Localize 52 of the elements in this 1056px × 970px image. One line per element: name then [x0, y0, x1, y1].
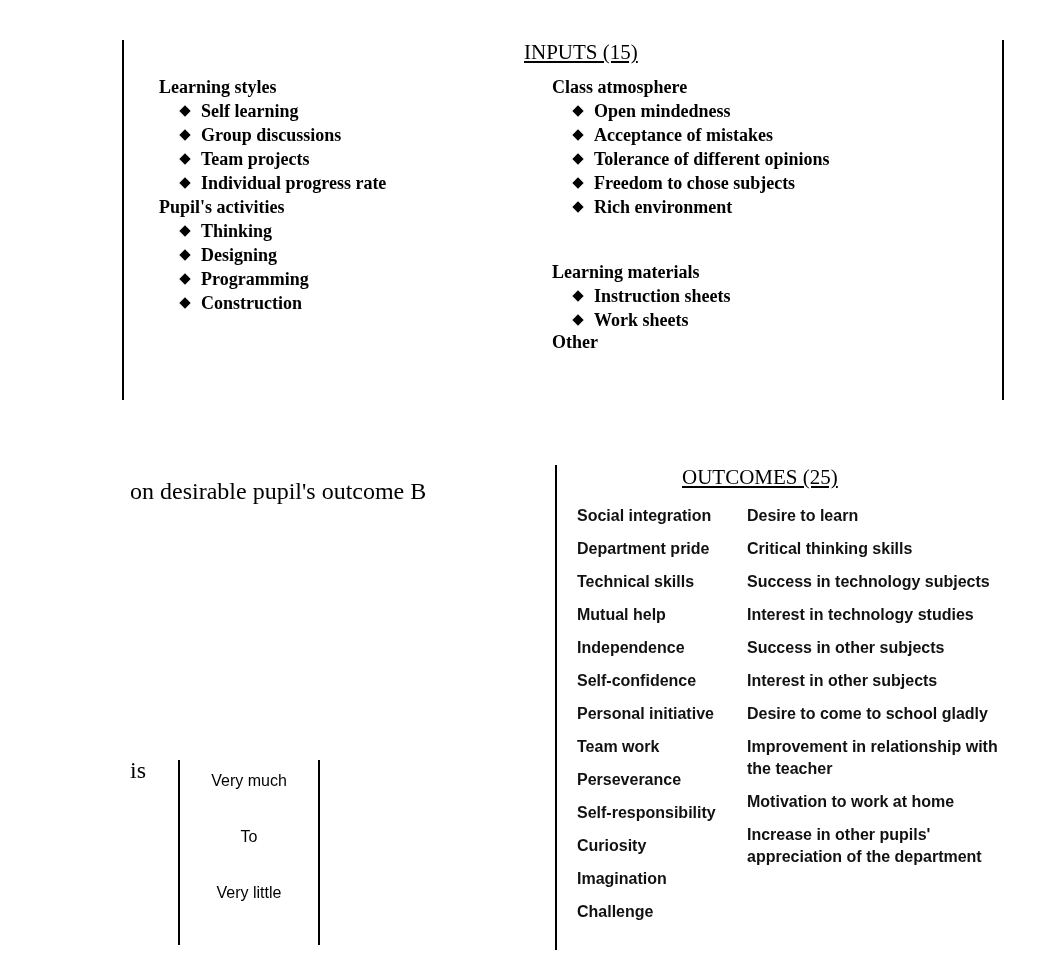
list-item: Desire to come to school gladly [747, 704, 988, 724]
list-item: Construction [201, 293, 302, 313]
caption-text: is [130, 757, 146, 784]
list-item: Individual progress rate [201, 173, 387, 193]
scale-label: To [240, 828, 258, 846]
list-item: Success in technology subjects [747, 572, 990, 592]
category-heading: Pupil's activities [159, 196, 285, 219]
list-item: Social integration [577, 506, 712, 526]
list-item: Designing [201, 245, 278, 265]
list-item: Challenge [577, 902, 654, 922]
category-heading: Class atmosphere [552, 76, 688, 99]
list-item: Motivation to work at home [747, 792, 955, 812]
list-item: Curiosity [577, 836, 647, 856]
list-item: Thinking [201, 221, 273, 241]
list-item: Improvement in relationship with the teacher [747, 737, 999, 779]
list-item: Success in other subjects [747, 638, 945, 658]
list-item: Group discussions [201, 125, 342, 145]
list-item: Tolerance of different opinions [594, 149, 830, 169]
list-item: Interest in other subjects [747, 671, 938, 691]
panel-heading: INPUTS (15) [524, 40, 638, 65]
list-item: Interest in technology studies [747, 605, 974, 625]
list-item: Desire to learn [747, 506, 859, 526]
bracket-panel [122, 40, 1004, 400]
list-item: Acceptance of mistakes [594, 125, 773, 145]
category-heading: Learning materials [552, 261, 700, 284]
scale-label: Very little [216, 884, 282, 902]
list-item: Independence [577, 638, 685, 658]
list-item: Personal initiative [577, 704, 714, 724]
list-item: Mutual help [577, 605, 666, 625]
caption-text: on desirable pupil's outcome B [130, 478, 427, 505]
panel-heading: OUTCOMES (25) [682, 465, 838, 490]
list-item: Work sheets [594, 310, 689, 330]
list-item: Instruction sheets [594, 286, 731, 306]
scale-bracket [178, 760, 320, 945]
list-item: Rich environment [594, 197, 733, 217]
list-item: Team projects [201, 149, 310, 169]
list-item: Critical thinking skills [747, 539, 913, 559]
list-item: Self-responsibility [577, 803, 716, 823]
list-item: Open mindedness [594, 101, 731, 121]
list-item: Perseverance [577, 770, 682, 790]
category-heading: Other [552, 331, 598, 354]
list-item: Team work [577, 737, 660, 757]
list-item: Department pride [577, 539, 710, 559]
category-heading: Learning styles [159, 76, 277, 99]
list-item: Programming [201, 269, 309, 289]
list-item: Increase in other pupils' appreciation of the department [747, 825, 983, 867]
list-item: Freedom to chose subjects [594, 173, 796, 193]
list-item: Self learning [201, 101, 299, 121]
scale-label: Very much [211, 772, 287, 790]
list-item: Technical skills [577, 572, 695, 592]
list-item: Self-confidence [577, 671, 697, 691]
list-item: Imagination [577, 869, 667, 889]
